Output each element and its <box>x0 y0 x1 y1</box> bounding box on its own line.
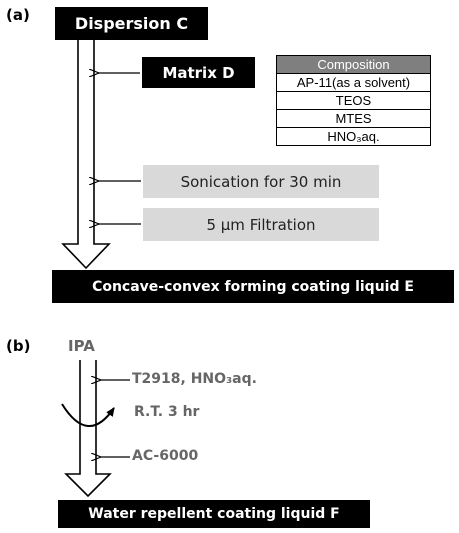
main-flow-arrow-a <box>61 40 111 270</box>
stir-condition-label: R.T. 3 hr <box>134 404 200 420</box>
main-flow-arrow-b <box>64 360 112 498</box>
ac6000-addition-label: AC-6000 <box>132 448 199 464</box>
stirring-arrow <box>61 403 115 427</box>
coating-liquid-e-box: Concave-convex forming coating liquid E <box>52 270 454 303</box>
filtration-step: 5 μm Filtration <box>143 208 379 241</box>
composition-item: AP-11(as a solvent) <box>276 73 431 92</box>
sonication-step: Sonication for 30 min <box>143 165 379 198</box>
composition-header: Composition <box>276 55 431 74</box>
composition-item: HNO₃aq. <box>276 127 431 146</box>
panel-a-label: (a) <box>6 6 30 24</box>
dispersion-c-box: Dispersion C <box>55 7 208 40</box>
t2918-addition-label: T2918, HNO₃aq. <box>132 371 257 387</box>
composition-table: Composition AP-11(as a solvent) TEOS MTE… <box>276 55 431 146</box>
matrix-d-box: Matrix D <box>142 57 255 88</box>
ipa-label: IPA <box>68 337 95 355</box>
coating-liquid-f-box: Water repellent coating liquid F <box>58 500 370 528</box>
panel-b-label: (b) <box>6 337 31 355</box>
